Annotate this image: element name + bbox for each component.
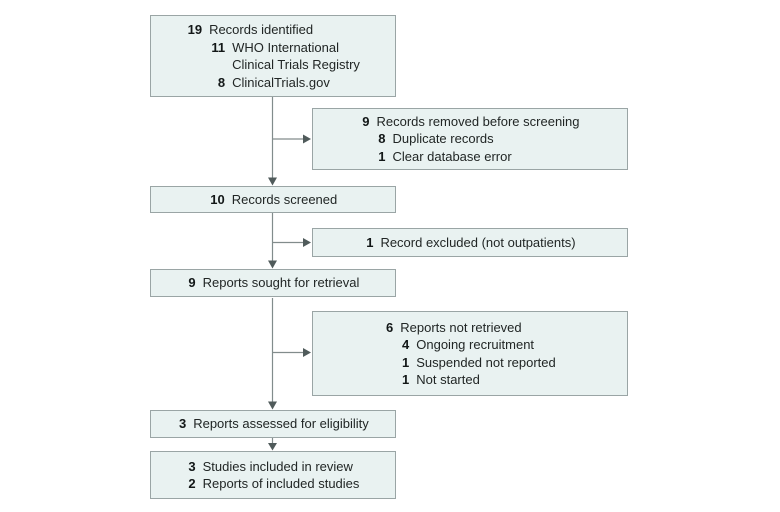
line-label: Record excluded (not outpatients) <box>380 234 576 250</box>
line-label: Duplicate records <box>392 131 494 147</box>
line-label: Not started <box>416 372 480 387</box>
arrow-branch-to-not-retrieved <box>272 348 311 357</box>
line-count <box>209 56 225 74</box>
line-count: 3 <box>178 416 187 432</box>
flow-line-item: 6 Reports not retrieved <box>384 319 556 337</box>
line-label: Clinical Trials Registry <box>232 57 360 72</box>
line-count: 8 <box>378 131 386 147</box>
arrow-identified-to-screened <box>268 97 277 186</box>
line-count: 9 <box>188 275 196 291</box>
line-label: Records screened <box>231 191 338 207</box>
line-count: 11 <box>211 39 226 55</box>
box-text-block: 1 Record excluded (not outpatients) <box>364 234 575 252</box>
flow-line-item: 1 Clear database error <box>376 148 579 166</box>
line-count: 6 <box>386 319 394 335</box>
arrow-screened-to-sought <box>268 213 277 269</box>
box-text-block: 10 Records screened <box>209 191 338 209</box>
line-count: 1 <box>378 148 386 164</box>
line-count: 2 <box>188 476 196 491</box>
box-records-screened: 10 Records screened <box>150 186 396 213</box>
line-label: Reports not retrieved <box>400 319 522 335</box>
box-reports-sought-for-retrieval: 9 Reports sought for retrieval <box>150 269 396 297</box>
box-text-block: 3 Reports assessed for eligibility <box>177 415 369 433</box>
box-record-excluded: 1 Record excluded (not outpatients) <box>312 228 628 257</box>
line-label: Reports assessed for eligibility <box>193 416 369 432</box>
flow-line-item: Clinical Trials Registry <box>209 56 360 74</box>
box-text-block: 9 Reports sought for retrieval <box>187 274 360 292</box>
line-label: Reports of included studies <box>202 476 360 491</box>
box-text-block: 9 Records removed before screening 8 Duplic… <box>360 113 579 166</box>
flow-line-item: 2 Reports of included studies <box>187 475 360 493</box>
flow-line-item: 10 Records screened <box>209 191 338 209</box>
flow-line-item: 9 Records removed before screening <box>360 113 579 131</box>
line-count: 19 <box>187 22 203 37</box>
box-studies-included-in-review: 3 Studies included in review 2 Reports of i… <box>150 451 396 499</box>
line-label: WHO International <box>232 39 339 55</box>
line-count: 1 <box>366 234 374 250</box>
line-label: Suspended not reported <box>416 354 556 370</box>
flow-line-item: 3 Reports assessed for eligibility <box>177 415 369 433</box>
arrow-assessed-to-included <box>268 438 277 451</box>
flow-line-item: 3 Studies included in review <box>187 458 360 476</box>
arrow-branch-to-removed <box>272 134 311 144</box>
line-count: 3 <box>188 458 196 474</box>
flow-line-item: 4 Ongoing recruitment <box>400 336 556 354</box>
line-label: Records identified <box>209 22 314 37</box>
flow-line-item: 8 Duplicate records <box>376 130 579 148</box>
box-reports-assessed-for-eligibility: 3 Reports assessed for eligibility <box>150 410 396 438</box>
flow-line-item: 9 Reports sought for retrieval <box>187 274 360 292</box>
box-records-removed-before-screening: 9 Records removed before screening 8 Duplic… <box>312 108 628 170</box>
line-label: Clear database error <box>392 148 512 164</box>
arrow-sought-to-assessed <box>268 298 277 410</box>
flow-line-item: 11 WHO International <box>209 39 360 57</box>
box-text-block: 3 Studies included in review 2 Reports of i… <box>187 458 360 493</box>
box-reports-not-retrieved: 6 Reports not retrieved 4 Ongoing recruitme… <box>312 311 628 396</box>
line-label: ClinicalTrials.gov <box>232 74 330 90</box>
flow-line-item: 1 Not started <box>400 371 556 389</box>
flow-line-item: 19 Records identified <box>186 21 360 39</box>
box-text-block: 6 Reports not retrieved 4 Ongoing recruitme… <box>384 319 556 389</box>
line-label: Records removed before screening <box>376 113 580 129</box>
flow-line-item: 8 ClinicalTrials.gov <box>209 74 360 92</box>
line-count: 1 <box>402 372 410 387</box>
line-label: Ongoing recruitment <box>416 337 535 352</box>
line-label: Reports sought for retrieval <box>202 275 360 291</box>
line-count: 8 <box>217 74 226 90</box>
flow-line-item: 1 Suspended not reported <box>400 354 556 372</box>
line-count: 10 <box>210 191 225 207</box>
flow-line-item: 1 Record excluded (not outpatients) <box>364 234 575 252</box>
line-count: 1 <box>402 354 410 370</box>
line-label: Studies included in review <box>202 458 353 474</box>
line-count: 9 <box>362 113 370 129</box>
line-count: 4 <box>402 337 410 352</box>
arrow-branch-to-excluded <box>272 238 311 247</box>
